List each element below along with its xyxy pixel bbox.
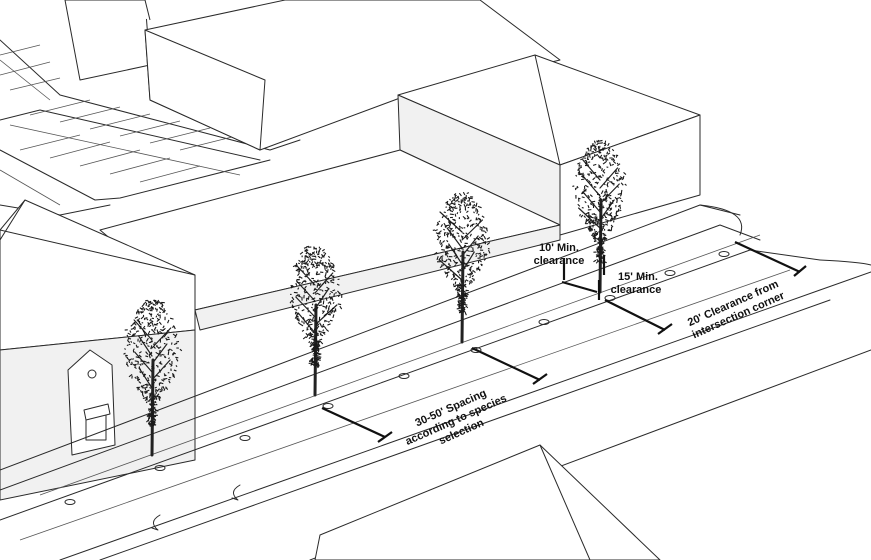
storefront-entry xyxy=(67,349,116,456)
label-clearance-10-line2: clearance xyxy=(534,255,585,267)
tree-1 xyxy=(123,299,183,457)
tree-3 xyxy=(432,191,491,344)
building-bottom xyxy=(314,444,661,560)
label-clearance-10-line1: 10' Min. xyxy=(539,242,579,254)
label-clearance-15-line2: clearance xyxy=(611,284,662,296)
label-clearance-15-line1: 15' Min. xyxy=(618,271,658,283)
label-clearance-20: 20' Clearance from intersection corner xyxy=(686,278,787,341)
label-clearance-15: 15' Min. clearance xyxy=(611,271,662,296)
parking-lot xyxy=(0,39,301,216)
building-right-block xyxy=(397,54,701,236)
spacing-dim-right xyxy=(471,347,541,381)
clearance-20-dim xyxy=(734,241,801,273)
tree-2 xyxy=(289,245,343,397)
trees xyxy=(123,139,627,457)
dimension-lines xyxy=(321,241,807,443)
building-center-long xyxy=(144,0,561,151)
label-clearance-10: 10' Min. clearance xyxy=(534,242,585,267)
tree-4 xyxy=(572,139,627,294)
spacing-dim-left xyxy=(321,407,386,438)
building-top-left xyxy=(64,0,151,81)
